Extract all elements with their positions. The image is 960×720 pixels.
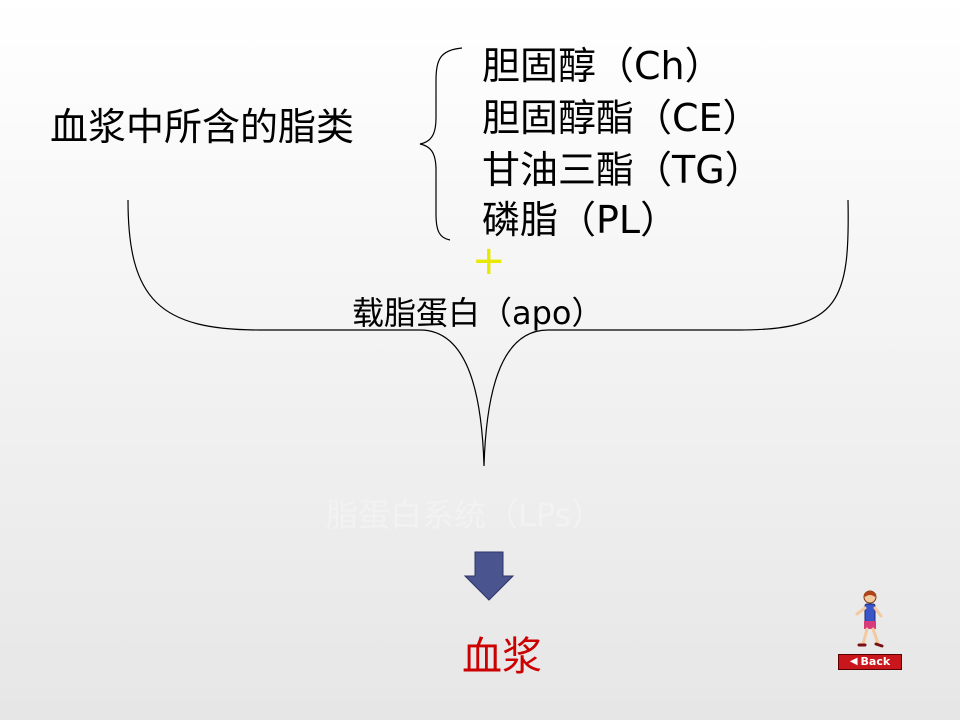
- combining-curve: [127, 199, 849, 467]
- lipid-brace: [419, 47, 463, 241]
- plus-sign: +: [472, 238, 506, 284]
- down-arrow-icon: [463, 551, 515, 601]
- plasma-result-label: 血浆: [462, 634, 542, 680]
- lipid-triglyceride: 甘油三酯（TG）: [482, 148, 763, 192]
- walking-figure-icon: [855, 590, 884, 648]
- left-arrow-icon: ◀: [849, 656, 858, 667]
- plasma-lipids-label: 血浆中所含的脂类: [50, 105, 355, 149]
- back-button-label: Back: [860, 655, 891, 668]
- lipid-phospholipid: 磷脂（PL）: [482, 198, 679, 242]
- back-button[interactable]: ◀ Back: [838, 654, 902, 670]
- apolipoprotein-label: 载脂蛋白（apo）: [352, 294, 604, 332]
- lipid-cholesterol-ester: 胆固醇酯（CE）: [482, 96, 761, 140]
- lipoprotein-system-label: 脂蛋白系统（LPs）: [326, 496, 604, 534]
- lipid-cholesterol: 胆固醇（Ch）: [482, 44, 723, 88]
